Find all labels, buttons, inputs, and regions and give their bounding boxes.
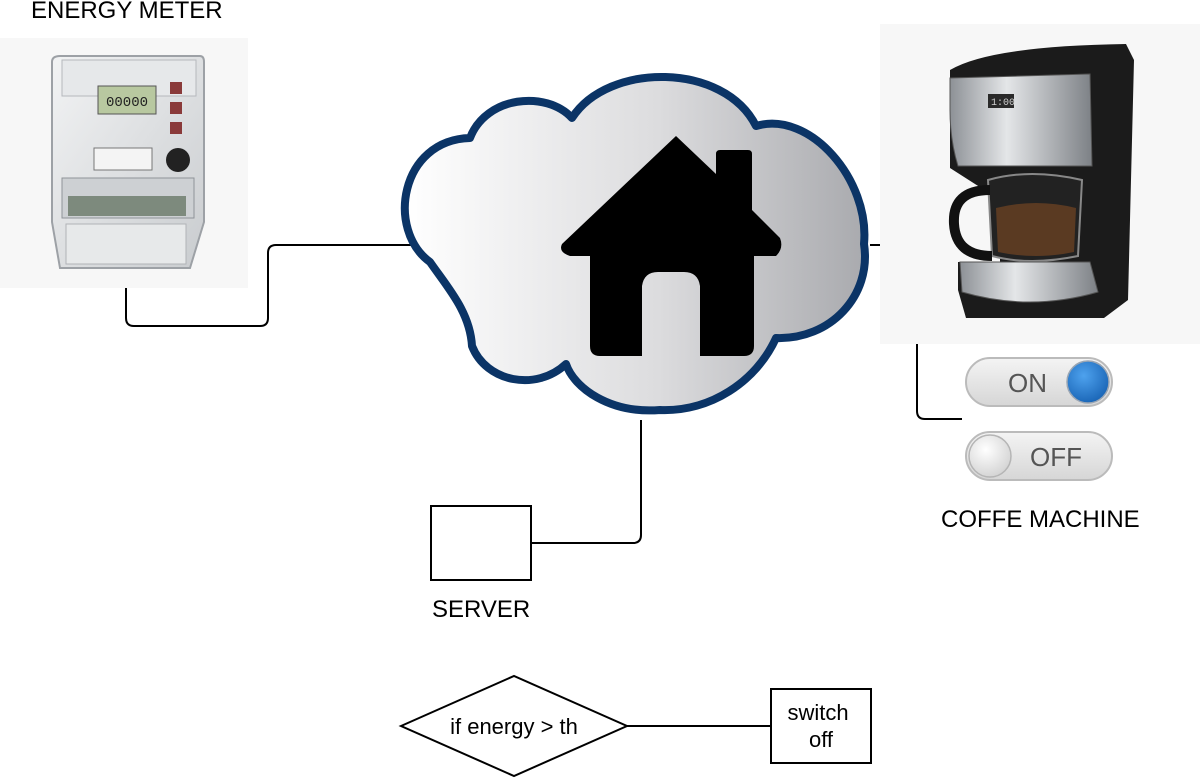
connector-cloud-server: [531, 420, 642, 544]
on-toggle-label: ON: [1008, 368, 1047, 398]
decision-text: if energy > th: [450, 714, 578, 739]
connector-meter-cloud: [125, 244, 412, 327]
toggle-knob-off: [968, 434, 1012, 478]
action-node: switch off: [770, 688, 872, 764]
svg-text:1:00: 1:00: [991, 98, 1015, 109]
toggle-knob-on: [1066, 360, 1110, 404]
coffee-machine-image: 1:00: [880, 24, 1200, 344]
server-label: SERVER: [432, 596, 531, 623]
on-toggle[interactable]: ON: [965, 357, 1113, 407]
energy-meter-image: 00000: [0, 38, 248, 288]
cloud-node: [400, 73, 869, 415]
coffee-machine-label: COFFE MACHINE: [941, 506, 1140, 533]
energy-meter-label: ENERGY METER: [31, 0, 223, 24]
action-text-line1: switch: [787, 700, 848, 725]
action-text-line2: off: [809, 727, 834, 752]
home-icon: [561, 136, 782, 356]
off-toggle[interactable]: OFF: [965, 431, 1113, 481]
server-box: [430, 505, 532, 581]
svg-text:00000: 00000: [106, 95, 148, 111]
decision-node: if energy > th: [398, 674, 630, 778]
off-toggle-label: OFF: [1030, 442, 1082, 472]
